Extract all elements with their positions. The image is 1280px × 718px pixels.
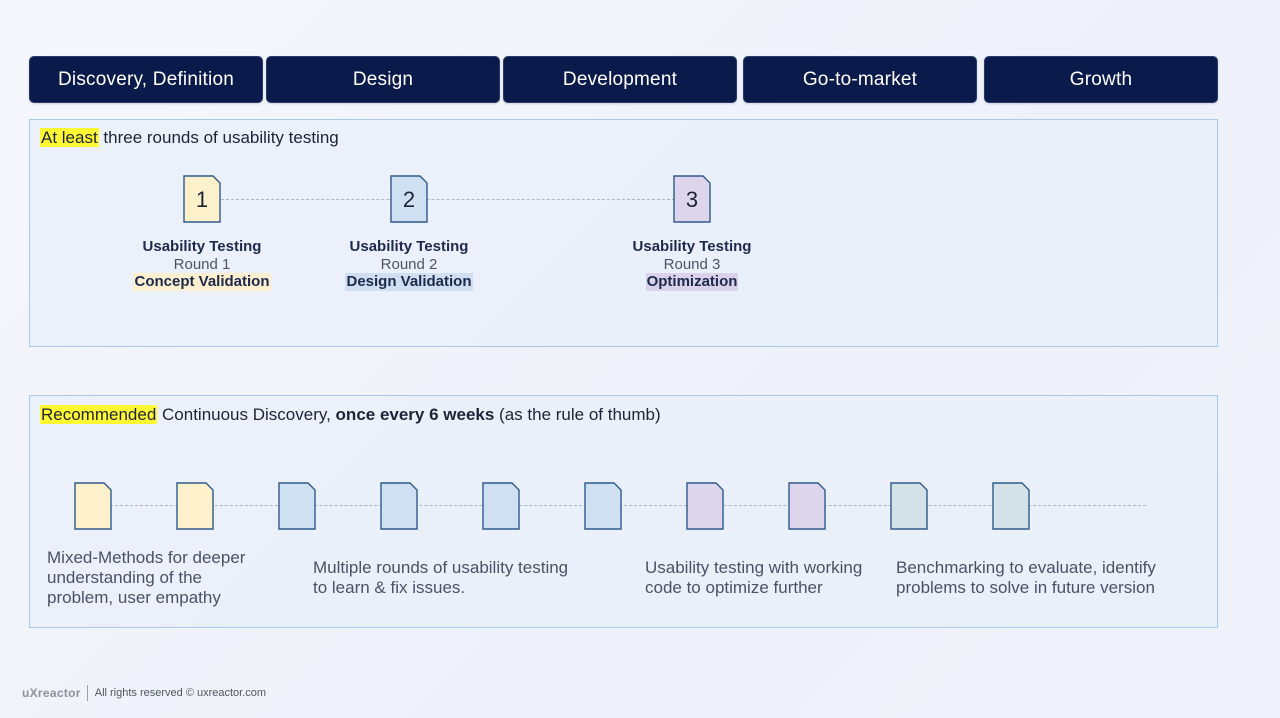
caption-line: problem, user empathy [47,588,221,607]
study-document-icon [788,482,826,530]
caption-line: Multiple rounds of usability testing [313,558,569,577]
panel2-title: Recommended Continuous Discovery, once e… [40,405,661,425]
round-title: Usability Testing [632,238,752,255]
phase-development: Development [503,56,737,103]
usability-rounds-panel: At least three rounds of usability testi… [29,119,1218,347]
study-document-icon [686,482,724,530]
caption-discovery: Mixed-Methods for deeper understanding o… [47,548,245,608]
caption-development: Usability testing with working code to o… [645,558,862,598]
study-document-icon [584,482,622,530]
round-1-document-icon: 1 [183,175,221,223]
panel1-title-text: three rounds of usability testing [98,128,339,147]
caption-line: code to optimize further [645,578,823,597]
round-title: Usability Testing [349,238,469,255]
round-focus: Design Validation [345,273,473,291]
study-document-icon [278,482,316,530]
caption-line: Mixed-Methods for deeper [47,548,246,567]
caption-line: Usability testing with working [645,558,863,577]
panel2-title-bold: once every 6 weeks [335,405,495,424]
study-document-icon [992,482,1030,530]
footer: uXreactor All rights reserved © uxreacto… [22,684,266,702]
round-number-label: Round 2 [380,256,438,273]
caption-design: Multiple rounds of usability testing to … [313,558,568,598]
rounds-connector-line [221,199,675,200]
study-document-icon [176,482,214,530]
phase-go-to-market: Go-to-market [743,56,977,103]
brand-logo: uXreactor [22,685,88,701]
phase-growth: Growth [984,56,1218,103]
round-number-label: Round 3 [663,256,721,273]
study-document-icon [890,482,928,530]
round-2-document-icon: 2 [390,175,428,223]
panel1-title: At least three rounds of usability testi… [40,128,339,148]
round-number: 3 [685,187,699,212]
study-document-icon [74,482,112,530]
caption-line: to learn & fix issues. [313,578,466,597]
copyright-text: All rights reserved © uxreactor.com [94,687,267,699]
panel2-title-end: (as the rule of thumb) [494,405,661,424]
panel2-highlight: Recommended [40,405,158,424]
phase-design: Design [266,56,500,103]
round-title: Usability Testing [142,238,262,255]
round-number: 2 [402,187,416,212]
caption-line: problems to solve in future version [896,578,1155,597]
round-3-document-icon: 3 [673,175,711,223]
study-document-icon [482,482,520,530]
caption-line: understanding of the [47,568,203,587]
panel1-highlight: At least [40,128,99,147]
caption-growth: Benchmarking to evaluate, identify probl… [896,558,1156,598]
round-focus: Optimization [645,273,739,291]
panel2-title-text: Continuous Discovery, [157,405,336,424]
round-number-label: Round 1 [173,256,231,273]
phase-bar: Discovery, Definition Design Development… [29,56,1219,103]
caption-line: Benchmarking to evaluate, identify [896,558,1156,577]
continuous-discovery-panel: Recommended Continuous Discovery, once e… [29,395,1218,628]
phase-discovery: Discovery, Definition [29,56,263,103]
round-number: 1 [195,187,209,212]
timeline-connector-line [110,505,1146,506]
study-document-icon [380,482,418,530]
round-focus: Concept Validation [133,273,271,291]
